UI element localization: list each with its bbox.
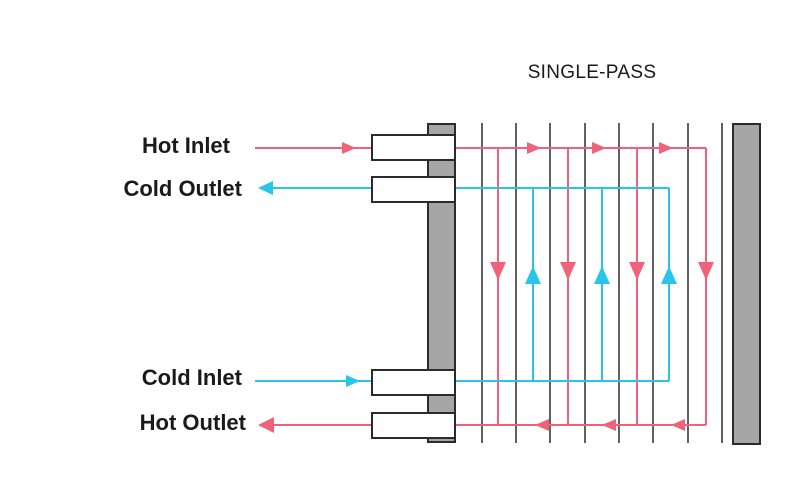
arrow-left-icon — [671, 419, 685, 431]
arrow-down-icon — [490, 262, 506, 280]
arrow-up-icon — [594, 266, 610, 284]
hot-outlet-label: Hot Outlet — [139, 410, 246, 435]
cold-outlet-port — [371, 176, 456, 203]
hot-inlet-port — [371, 134, 456, 161]
arrow-down-icon — [629, 262, 645, 280]
cold-flow — [255, 187, 670, 382]
arrow-left-icon — [258, 181, 273, 195]
cold-outlet-label: Cold Outlet — [123, 176, 242, 201]
hot-inlet-label: Hot Inlet — [142, 133, 230, 158]
cold-inlet-port — [371, 369, 456, 396]
pressure-plate — [732, 123, 761, 445]
arrow-down-icon — [698, 262, 714, 280]
hot-flow — [255, 147, 707, 426]
arrow-right-icon — [346, 375, 360, 387]
diagram-title: SINGLE-PASS — [527, 62, 657, 83]
arrow-left-icon — [535, 419, 549, 431]
arrow-up-icon — [525, 266, 541, 284]
arrow-right-icon — [659, 142, 673, 154]
heat-transfer-plates — [481, 123, 723, 443]
hot-outlet-port — [371, 412, 456, 439]
arrow-left-icon — [258, 417, 274, 433]
cold-arrows — [258, 181, 677, 387]
ports — [371, 134, 456, 439]
arrow-right-icon — [592, 142, 606, 154]
arrow-left-icon — [602, 419, 616, 431]
hot-arrows — [258, 142, 714, 433]
cold-inlet-label: Cold Inlet — [141, 365, 242, 390]
arrow-up-icon — [661, 266, 677, 284]
arrow-down-icon — [560, 262, 576, 280]
arrow-right-icon — [527, 142, 541, 154]
arrow-right-icon — [342, 142, 356, 154]
